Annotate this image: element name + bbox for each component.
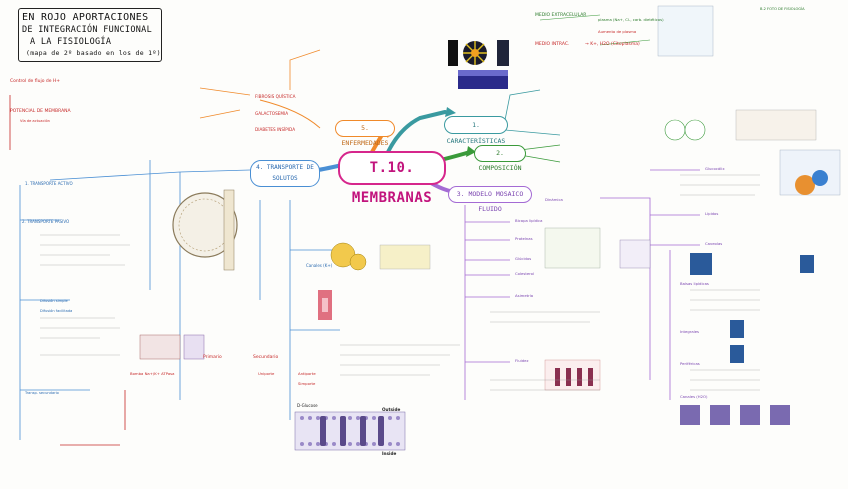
central-topic[interactable]: T.10. MEMBRANAS (338, 151, 446, 206)
control-flujo: Control de flujo de H+ (10, 79, 61, 84)
branch-modelo[interactable]: 3. MODELO MOSAICO FLUIDO (448, 186, 532, 213)
fluidez-label: Fluidez (515, 358, 529, 363)
potencial-membrana: POTENCIAL DE MEMBRANA (10, 109, 71, 114)
via-actuacion: Vía de actuación (20, 119, 50, 123)
transporte-secundario: Transp. secundario (25, 391, 59, 395)
colesterol-label: Colesterol (515, 271, 535, 276)
secundario-label: Secundario (253, 355, 279, 360)
title-line-1: EN ROJO APORTACIONES (22, 12, 149, 23)
branch-caracteristicas-label: 1. CARACTERÍSTICAS (446, 121, 506, 145)
difusion-facilitada: Difusión facilitada (40, 309, 73, 313)
perifericas-label: Periféricas (680, 361, 700, 366)
branch-enfermedades-label: 5. ENFERMEDADES (341, 124, 389, 147)
outside-label: Outside (382, 407, 401, 412)
canales-label: Canales (K+) (306, 263, 333, 268)
branch-composicion-label: 2. COMPOSICIÓN (478, 149, 522, 172)
lipidos-label: Lípidos (705, 211, 719, 216)
balsas-label: Balsas lipídicas (680, 281, 709, 286)
branch-modelo-label: 3. MODELO MOSAICO FLUIDO (456, 190, 524, 213)
title-line-3: A LA FISIOLOGÍA (30, 37, 112, 47)
asimetria-label: Asimetría (515, 293, 534, 298)
k-note: → K+, H2O (Citoplasma) (585, 42, 640, 47)
plasma-note: plasma (Na+, Cl-, carb. dietéticos) (598, 17, 664, 22)
dinamica-label: Dinámica (545, 197, 563, 202)
branch-transporte-label: 4. TRANSPORTE DE SOLUTOS (256, 164, 314, 182)
bicapa-lipidica: Bicapa lipídica (515, 218, 543, 223)
branch-enfermedades[interactable]: 5. ENFERMEDADES (335, 120, 395, 147)
inside-label: Inside (382, 451, 397, 456)
galactosemia: GALACTOSEMIA (255, 111, 289, 116)
protein-icons (318, 242, 431, 320)
title-frame (18, 8, 162, 62)
uniporte-label: Uniporte (258, 371, 275, 376)
cell-diagram (172, 189, 238, 271)
central-topic-label: T.10. MEMBRANAS (351, 160, 433, 206)
antiporte-label: Antiporte (298, 371, 316, 376)
diabetes-insipida: DIABETES INSÍPIDA (255, 127, 296, 132)
difusion-simple: Difusión simple (40, 299, 68, 303)
fisiologia-note: B.2 FOTO DE FISIOLOGÍA (760, 7, 805, 11)
pump-icons (139, 334, 205, 360)
micrograph-images (448, 40, 509, 89)
membrane-illustration (294, 411, 406, 451)
proteinas-label: Proteínas (515, 236, 533, 241)
caveolas-label: Caveolas (705, 241, 723, 246)
title-line-2: DE INTEGRACIÓN FUNCIONAL (22, 25, 153, 35)
transporte-pasivo-label: 2. TRANSPORTE PASIVO (22, 219, 70, 224)
glucidos-label: Glúcidos (515, 256, 532, 261)
medio-intracelular: MEDIO INTRAC. (535, 42, 570, 47)
medio-extracelular: MEDIO EXTRACELULAR (535, 13, 587, 18)
branch-composicion[interactable]: 2. COMPOSICIÓN (474, 145, 526, 172)
simporte-label: Simporte (298, 381, 316, 386)
glucose-label: D-Glucose (297, 403, 318, 408)
transporte-activo-label: 1. TRANSPORTE ACTIVO (25, 181, 73, 186)
title-line-4: (mapa de 2º basado en los de 1º) (26, 49, 161, 57)
right-illustrations (544, 5, 841, 425)
integrales-label: Integrales (680, 329, 700, 334)
fibrosis-quistica: FIBROSIS QUÍSTICA (255, 94, 296, 99)
bomba-label: Bomba Na+/K+ ATPasa (130, 371, 175, 376)
canales-agua-label: Canales (H2O) (680, 394, 708, 399)
branch-caracteristicas[interactable]: 1. CARACTERÍSTICAS (444, 116, 508, 145)
primario-label: Primario (203, 355, 222, 360)
mamiferos-note: Aumento de plasma (598, 29, 637, 34)
branch-transporte[interactable]: 4. TRANSPORTE DE SOLUTOS (250, 160, 320, 187)
glucocalix-label: Glucocálix (705, 166, 725, 171)
